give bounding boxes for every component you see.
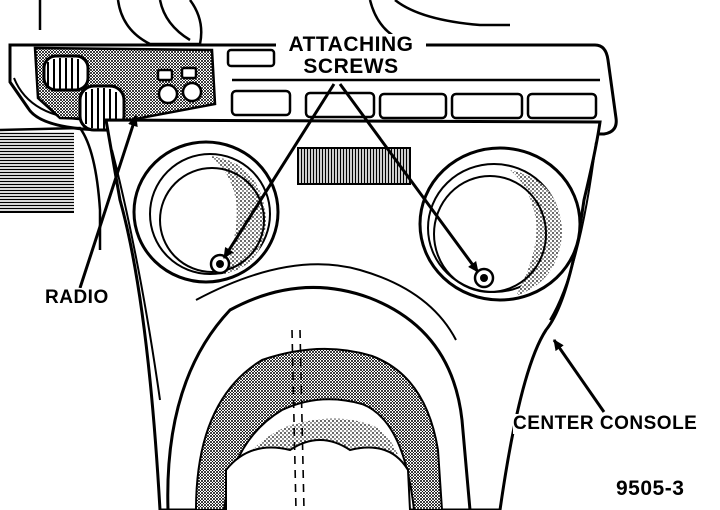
attaching-screws-label-line2: SCREWS [303, 55, 399, 79]
radio [33, 46, 217, 132]
screws-arrow-left [222, 83, 336, 259]
figure-number: 9505-3 [616, 477, 685, 501]
steering-column [38, 0, 510, 47]
radio-arrow [78, 115, 138, 289]
center-console-label: CENTER CONSOLE [513, 413, 698, 434]
attaching-screws-label-line1: ATTACHING [288, 33, 414, 56]
screws-arrow-right [338, 83, 480, 273]
attaching-screws-label: ATTACHING SCREWS [276, 33, 426, 79]
radio-label: RADIO [45, 287, 109, 308]
left-cup-holder [132, 140, 280, 284]
leader-lines [78, 83, 606, 413]
radio-knob-left [42, 54, 90, 92]
left-floor-vent [0, 126, 102, 250]
left-attaching-screw [209, 253, 231, 275]
console-vent-grille [297, 147, 411, 185]
radio-buttons [156, 66, 203, 105]
right-cup-holder [418, 146, 582, 302]
console-arrow [552, 339, 606, 413]
shifter-opening [166, 263, 472, 510]
right-attaching-screw [473, 267, 495, 289]
